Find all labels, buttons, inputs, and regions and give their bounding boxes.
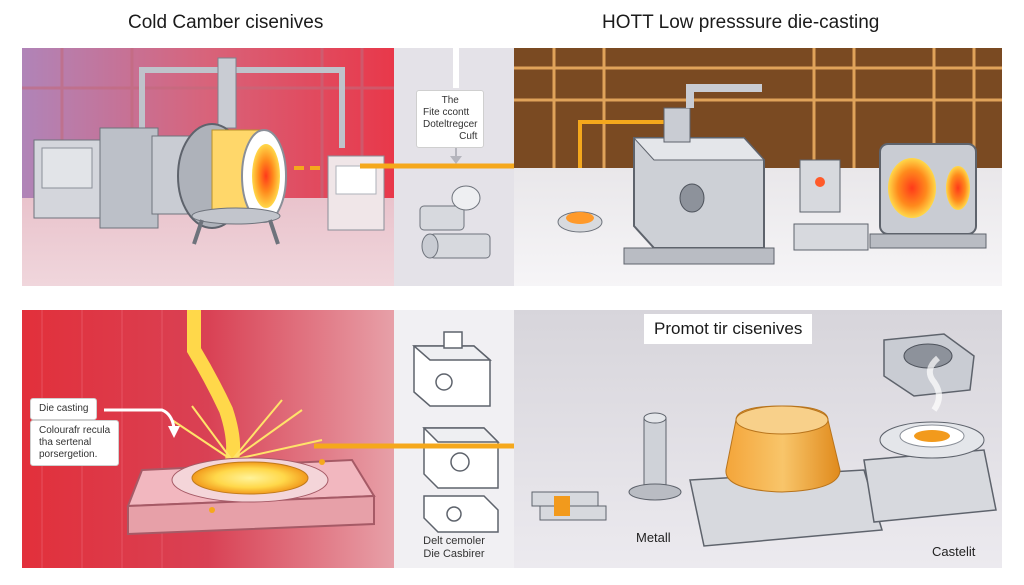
callout-line: Doteltregcer	[423, 119, 478, 130]
caption-line: Die Casbirer	[423, 548, 485, 560]
panel-title-cold-chamber: Cold Camber cisenives	[128, 12, 324, 33]
callout-heading: Die casting	[39, 403, 89, 414]
callout-line: The	[441, 95, 459, 106]
callout-line: tha sertenal	[39, 437, 92, 448]
top-middle-callout: The Fite ccontt Doteltregcer Cuft	[416, 90, 485, 148]
metal-label: Metall	[636, 530, 671, 545]
callout-line: porsergetion.	[39, 449, 98, 460]
die-casting-callout-body: Colourafr recula tha sertenal porsergeti…	[30, 420, 120, 466]
callout-line: Colourafr recula	[39, 425, 111, 436]
promo-label: Promot tir cisenives	[644, 314, 813, 344]
caption-line: Delt cemoler	[423, 535, 485, 547]
die-caster-caption: Delt cemoler Die Casbirer	[404, 535, 504, 561]
panel-title-hot-low-pressure: HOTT Low presssure die-casting	[602, 12, 880, 33]
die-casting-callout-title: Die casting	[30, 398, 98, 420]
hot-low-pressure-machine-illustration	[514, 48, 1002, 286]
die-casting-machine-sketches	[394, 310, 514, 568]
casting-label: Castelit	[932, 544, 976, 559]
callout-line: Fite ccontt	[423, 107, 470, 118]
cold-chamber-machine-illustration	[22, 48, 394, 286]
casting-products-illustration	[514, 310, 1002, 568]
callout-line: Cuft	[459, 131, 478, 142]
